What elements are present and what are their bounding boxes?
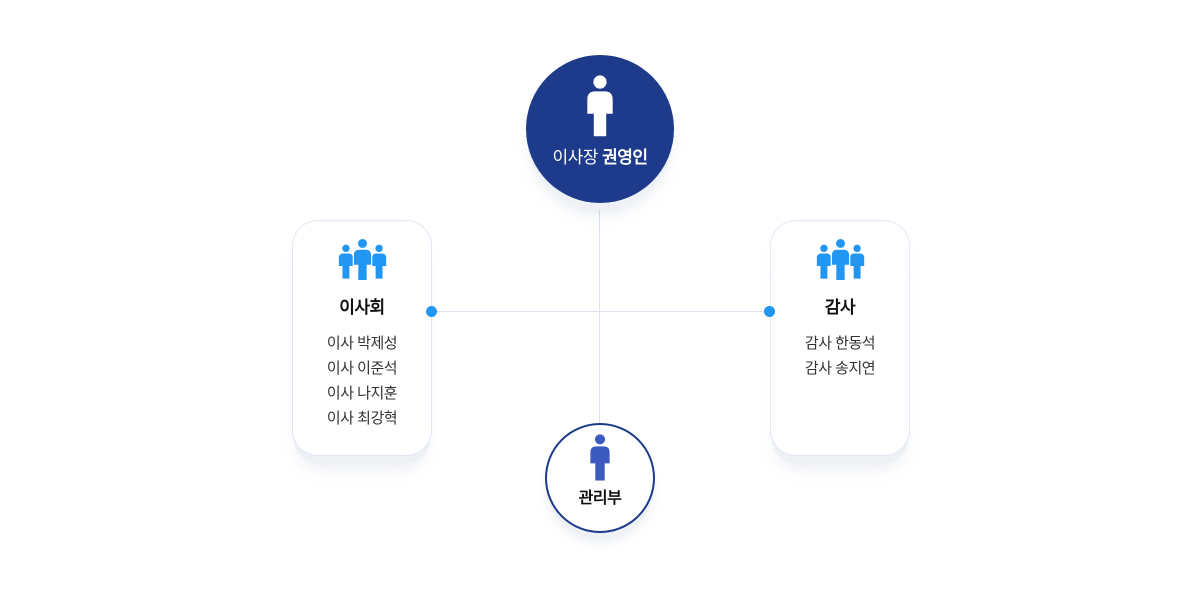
board-member-item: 이사 최강혁 — [326, 410, 398, 427]
chairman-label: 이사장 권영인 — [552, 143, 648, 168]
board-member-item: 이사 박제성 — [326, 335, 398, 352]
audit-member-item: 감사 한동석 — [804, 335, 876, 352]
audit-title: 감사 — [824, 298, 856, 317]
node-chairman: 이사장 권영인 — [526, 55, 674, 203]
board-member-item: 이사 나지훈 — [326, 385, 398, 402]
connector-dot-right — [764, 306, 775, 317]
audit-member-item: 감사 송지연 — [804, 360, 876, 377]
node-board: 이사회 이사 박제성 이사 이준석 이사 나지훈 이사 최강혁 — [292, 220, 432, 456]
person-icon — [590, 434, 610, 481]
management-label: 관리부 — [578, 490, 622, 507]
board-member-list: 이사 박제성 이사 이준석 이사 나지훈 이사 최강혁 — [326, 331, 398, 431]
connector-horizontal-line — [432, 311, 770, 312]
people-group-icon — [816, 237, 864, 282]
board-title: 이사회 — [339, 298, 385, 317]
chairman-role: 이사장 — [552, 148, 598, 167]
audit-member-list: 감사 한동석 감사 송지연 — [804, 331, 876, 381]
connector-vertical-line — [599, 203, 600, 423]
chairman-name: 권영인 — [602, 148, 648, 167]
node-management: 관리부 — [545, 423, 655, 533]
node-audit: 감사 감사 한동석 감사 송지연 — [770, 220, 910, 456]
board-member-item: 이사 이준석 — [326, 360, 398, 377]
person-icon — [587, 75, 613, 137]
connector-dot-left — [426, 306, 437, 317]
people-group-icon — [338, 237, 386, 282]
